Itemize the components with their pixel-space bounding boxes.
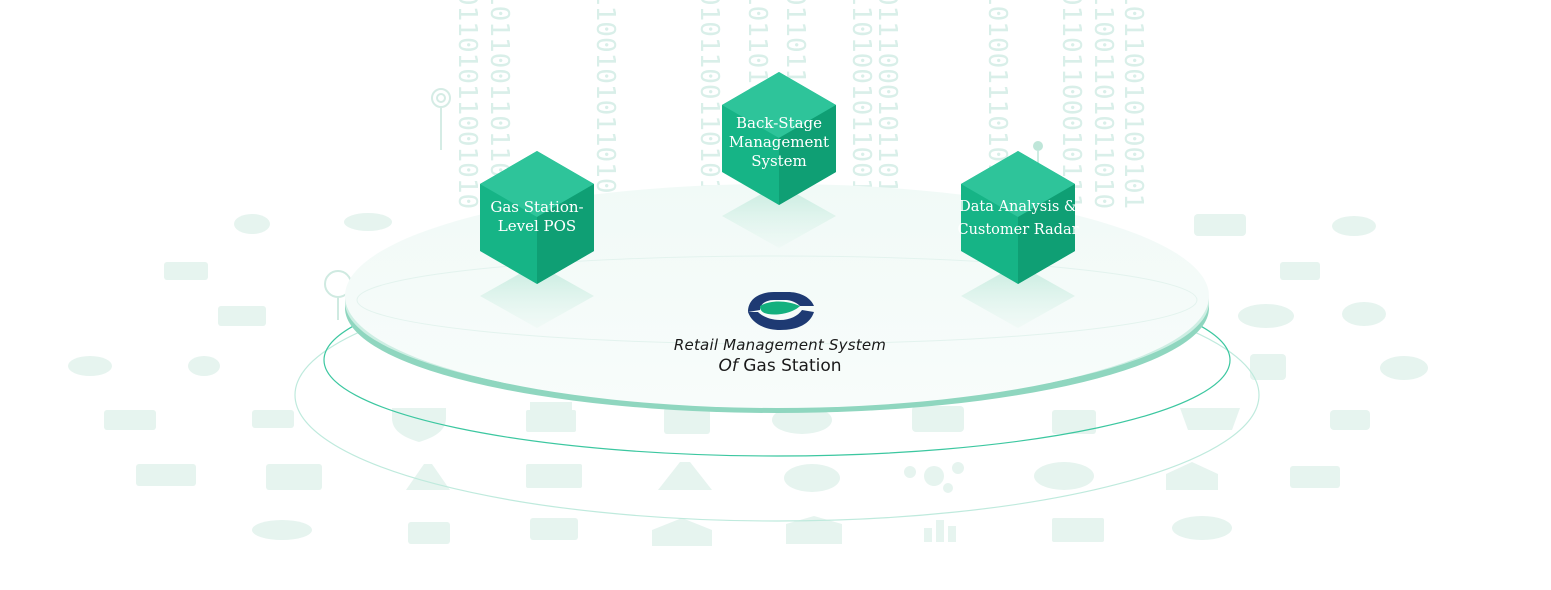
hex-analysis xyxy=(961,151,1075,284)
backstage-reflection xyxy=(722,184,836,248)
background-icons xyxy=(68,213,1428,546)
cup-icon xyxy=(1330,410,1370,430)
caption-line-1: Retail Management System xyxy=(673,336,887,354)
camera-icon xyxy=(164,262,208,280)
pos-label-line: Gas Station- xyxy=(490,198,584,216)
bar-chart-icon xyxy=(924,520,956,542)
chat-icon xyxy=(1342,302,1386,326)
caption-line-2-rest: Gas Station xyxy=(743,356,842,376)
analysis-label-line: Customer Radar xyxy=(957,222,1079,238)
backstage-label-line: Management xyxy=(728,133,830,151)
beaker-icon xyxy=(658,462,712,490)
calculator-icon xyxy=(266,464,322,490)
caption-line-2-prefix: Of xyxy=(718,356,738,376)
globe-icon xyxy=(1034,462,1094,490)
drop-icon xyxy=(784,464,840,492)
pin-icon xyxy=(234,214,270,234)
tag-icon xyxy=(68,356,112,376)
backstage-label: Back-Stage Management System xyxy=(719,114,839,171)
user-icon xyxy=(1332,216,1376,236)
binary-column: 10110010100101 xyxy=(1118,0,1148,210)
gift-icon xyxy=(526,402,576,432)
analysis-label-line: Data Analysis & xyxy=(959,199,1077,215)
bank-icon xyxy=(652,518,712,546)
coin-stack-icon xyxy=(1172,516,1232,540)
folder-icon xyxy=(252,410,294,428)
cap-icon xyxy=(252,520,312,540)
backstage-label-line: Back-Stage xyxy=(736,114,822,132)
analysis-reflection xyxy=(961,264,1075,328)
pos-reflection xyxy=(480,264,594,328)
envelope-icon xyxy=(1052,518,1104,542)
monitor-chart-icon xyxy=(526,464,582,488)
box-icon xyxy=(786,516,842,544)
pin-left-icon xyxy=(431,88,451,150)
bag-icon xyxy=(1052,410,1096,434)
binary-column: 01101011001010 xyxy=(452,0,482,210)
coin-icon xyxy=(772,406,832,434)
binary-column: 01101100010111 xyxy=(1056,0,1086,210)
flask-icon xyxy=(406,464,450,490)
network-icon xyxy=(904,462,964,493)
card-icon xyxy=(218,306,266,326)
binary-column: 11010010110010 xyxy=(846,0,876,210)
shield-icon xyxy=(392,408,446,442)
pos-label: Gas Station- Level POS xyxy=(477,198,597,236)
house-icon xyxy=(1166,462,1218,490)
heart-icon xyxy=(1380,356,1428,380)
smile-box-icon xyxy=(912,406,964,432)
gear-icon xyxy=(1250,354,1286,380)
receipt-icon xyxy=(664,408,710,434)
cart-icon xyxy=(1180,408,1240,430)
hex-backstage xyxy=(722,72,836,205)
binary-column: 11001010110100 xyxy=(590,0,620,210)
truck-icon xyxy=(1290,466,1340,488)
lock-icon xyxy=(104,410,156,430)
gas-station-logo-icon xyxy=(748,292,814,330)
phone-icon xyxy=(1194,214,1246,236)
analysis-label: Data Analysis & Customer Radar xyxy=(952,196,1084,242)
briefcase-icon xyxy=(1280,262,1320,280)
binary-column: 01011001101011 xyxy=(694,0,724,210)
system-caption: Retail Management System Of Gas Station xyxy=(600,336,960,376)
binary-column: 11001101011010 xyxy=(1088,0,1118,210)
yen-card-icon xyxy=(530,518,578,540)
caption-line-2: Of Gas Station xyxy=(600,356,960,376)
star-icon xyxy=(188,356,220,376)
pos-label-line: Level POS xyxy=(497,217,577,235)
wallet-icon xyxy=(408,522,450,544)
chart-line-icon xyxy=(136,464,196,486)
backstage-label-line: System xyxy=(751,152,807,170)
cloud-icon xyxy=(1238,304,1294,328)
hat-icon xyxy=(344,213,392,231)
binary-column: 01110001011010 xyxy=(872,0,902,210)
hex-pos xyxy=(480,151,594,284)
